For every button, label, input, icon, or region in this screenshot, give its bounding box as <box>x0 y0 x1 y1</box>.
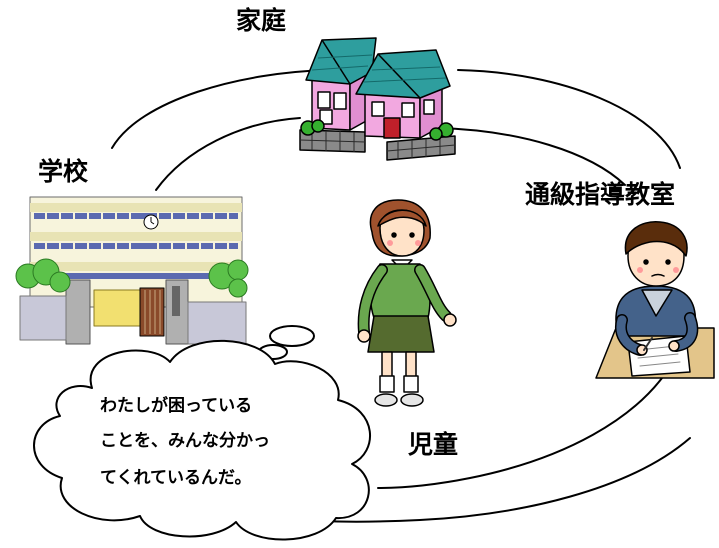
thought-cloud <box>33 339 372 541</box>
school-label: 学校 <box>38 157 89 186</box>
bubble-text-line: てくれているんだ。 <box>100 468 252 488</box>
thought-dot-large <box>269 325 315 347</box>
arc-room-child-inner <box>377 359 675 489</box>
connector-arcs <box>111 69 691 523</box>
arc-home-school-inner <box>155 117 301 191</box>
thought-bubble <box>33 325 372 541</box>
child-label: 児童 <box>408 430 459 459</box>
arc-home-school-outer <box>111 69 331 149</box>
student-illustration <box>595 221 715 379</box>
arc-home-room-inner <box>435 127 626 186</box>
house-illustration <box>299 37 456 161</box>
school-illustration <box>15 196 249 345</box>
bubble-text-line: わたしが困っている <box>100 396 253 416</box>
child-illustration <box>357 199 457 407</box>
resource-room-label: 通級指導教室 <box>525 180 676 209</box>
bubble-text-line: ことを、みんな分かっ <box>100 431 270 451</box>
home-label: 家庭 <box>236 6 287 35</box>
arc-room-child-outer <box>319 437 691 523</box>
arc-home-room-outer <box>457 69 681 169</box>
